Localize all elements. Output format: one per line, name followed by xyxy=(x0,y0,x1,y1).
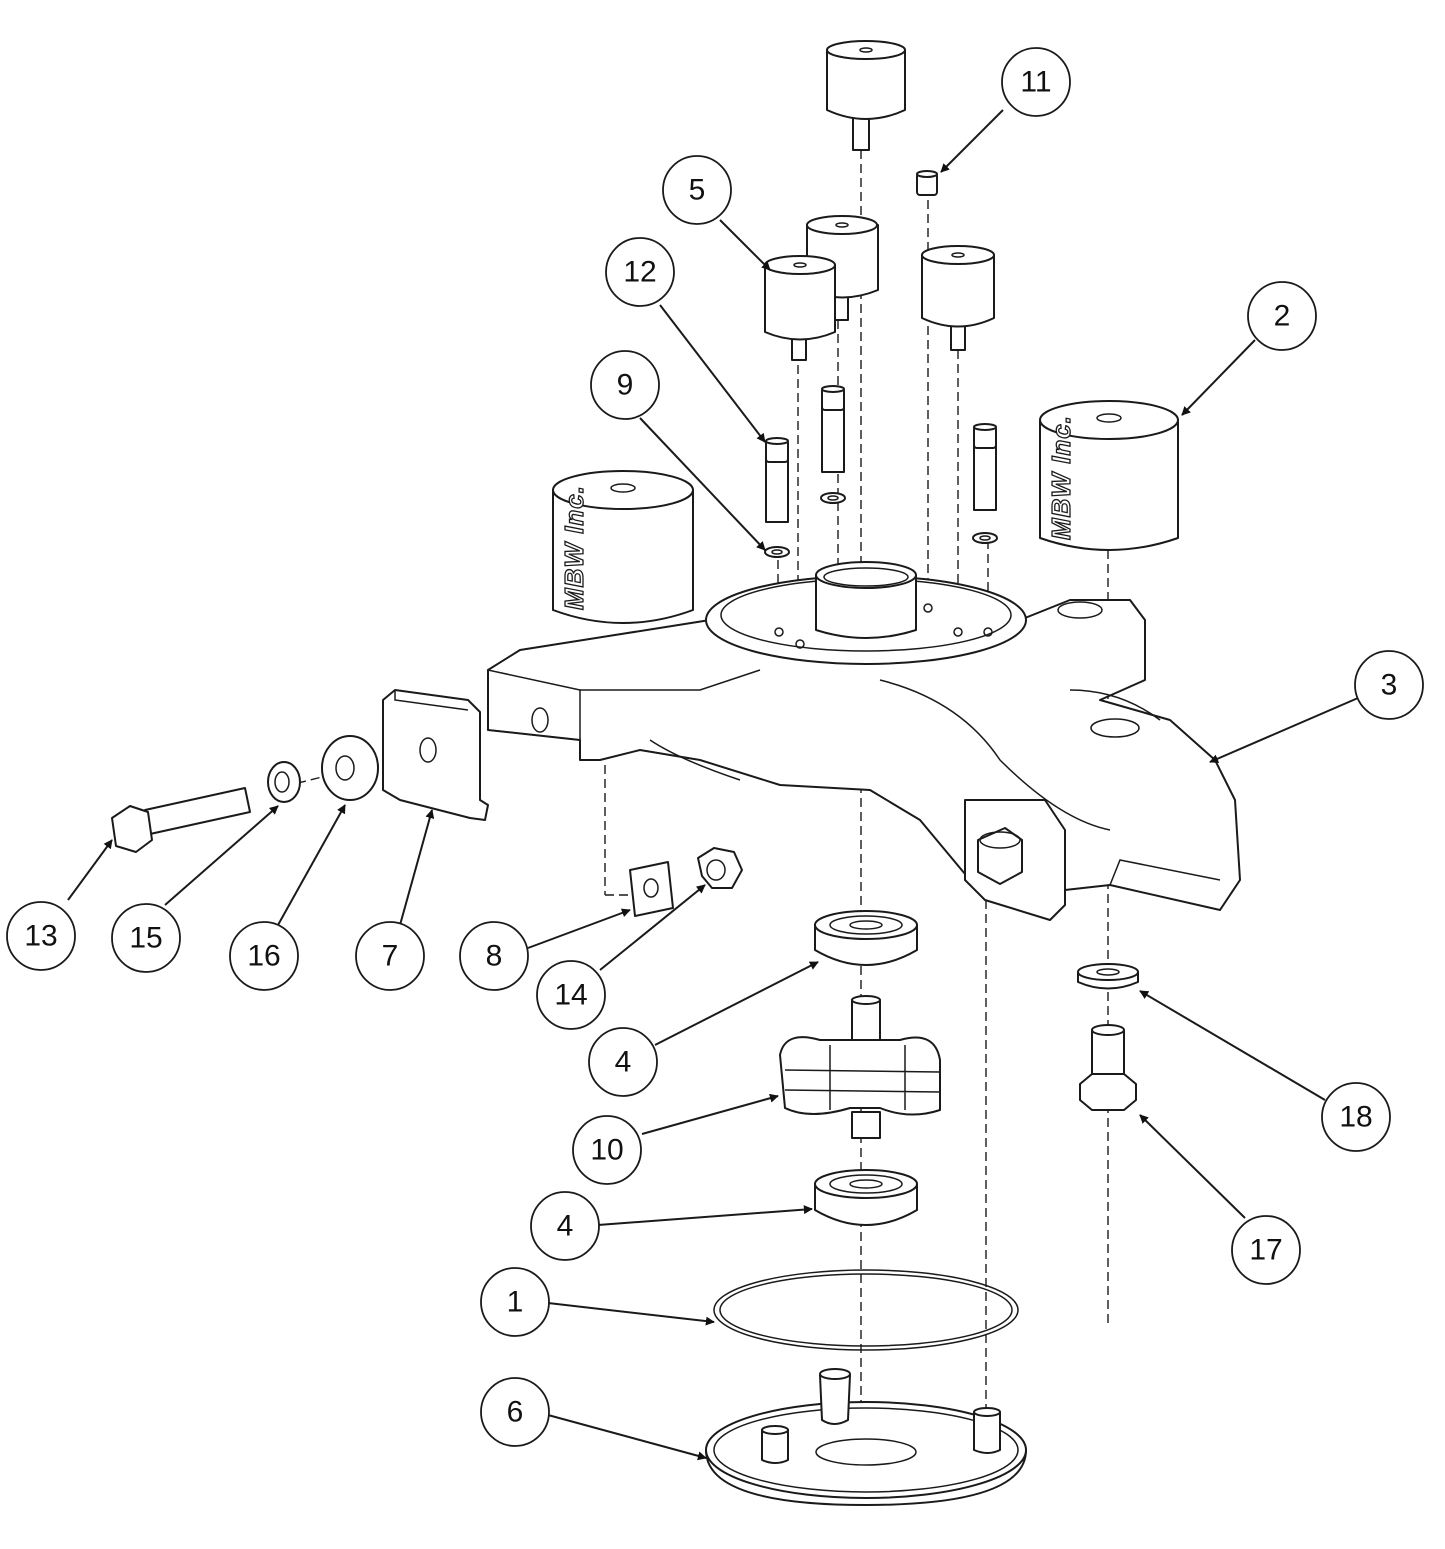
leader-lines xyxy=(67,109,1359,1461)
callout-11: 11 xyxy=(1001,47,1071,117)
brand-text-left: MBW Inc. xyxy=(559,485,589,610)
callout-5: 5 xyxy=(662,155,732,225)
callout-11-label: 11 xyxy=(1020,66,1051,99)
callout-7: 7 xyxy=(355,921,425,991)
callout-15: 15 xyxy=(111,903,181,973)
washer-part-18 xyxy=(1077,963,1139,990)
callout-18: 18 xyxy=(1321,1082,1391,1152)
callout-6: 6 xyxy=(480,1377,550,1447)
callout-8: 8 xyxy=(459,921,529,991)
hex-bolt-part-13 xyxy=(111,787,251,853)
callout-4a-label: 4 xyxy=(615,1046,632,1079)
callout-9: 9 xyxy=(590,350,660,420)
brand-text-right: MBW Inc. xyxy=(1046,415,1076,540)
hex-nut-part-14 xyxy=(697,847,743,889)
bearing-part-4-lower xyxy=(814,1169,918,1226)
callout-7-label: 7 xyxy=(382,940,399,973)
callout-8-label: 8 xyxy=(486,940,503,973)
cover-part-6 xyxy=(705,1368,1027,1506)
callout-12-label: 12 xyxy=(623,256,656,289)
top-spacer xyxy=(826,40,906,151)
bolt-part-17 xyxy=(1079,1024,1137,1111)
callout-9-label: 9 xyxy=(617,369,634,402)
flat-washer-part-16 xyxy=(321,735,379,801)
cap-screw-part-12 xyxy=(765,385,997,523)
callout-18-label: 18 xyxy=(1339,1101,1372,1134)
callout-14-label: 14 xyxy=(554,979,587,1012)
square-nut-part-8 xyxy=(629,861,674,917)
callout-4b: 4 xyxy=(530,1191,600,1261)
callout-17-label: 17 xyxy=(1249,1234,1282,1267)
callout-13-label: 13 xyxy=(24,920,57,953)
spacer-part-5 xyxy=(764,215,995,361)
callout-1: 1 xyxy=(480,1267,550,1337)
callout-14: 14 xyxy=(536,960,606,1030)
knob-part-10 xyxy=(779,995,941,1139)
washer-part-9 xyxy=(764,492,998,558)
bumper-part-2-left: MBW Inc. xyxy=(552,470,694,624)
clamp-plate-part-7 xyxy=(382,689,489,821)
callout-2: 2 xyxy=(1247,281,1317,351)
set-screw-part-11 xyxy=(916,170,938,196)
callout-balloons: 11 5 12 2 9 3 13 15 16 7 8 xyxy=(6,47,1424,1447)
callout-1-label: 1 xyxy=(507,1286,524,1319)
lock-washer-part-15 xyxy=(267,761,301,803)
housing-part-3 xyxy=(487,561,1241,921)
callout-5-label: 5 xyxy=(689,174,706,207)
callout-6-label: 6 xyxy=(507,1396,524,1429)
bumper-part-2-right: MBW Inc. xyxy=(1039,400,1179,551)
callout-4a: 4 xyxy=(588,1027,658,1097)
callout-3: 3 xyxy=(1354,650,1424,720)
callout-2-label: 2 xyxy=(1274,300,1291,333)
o-ring-part-1 xyxy=(713,1269,1019,1351)
callout-10: 10 xyxy=(572,1115,642,1185)
callout-10-label: 10 xyxy=(590,1134,623,1167)
callout-16-label: 16 xyxy=(247,940,280,973)
callout-17: 17 xyxy=(1231,1215,1301,1285)
callout-13: 13 xyxy=(6,901,76,971)
callout-3-label: 3 xyxy=(1381,669,1398,702)
callout-12: 12 xyxy=(605,237,675,307)
callout-4b-label: 4 xyxy=(557,1210,574,1243)
callout-15-label: 15 xyxy=(129,922,162,955)
callout-16: 16 xyxy=(229,921,299,991)
bearing-part-4-upper xyxy=(814,910,918,966)
